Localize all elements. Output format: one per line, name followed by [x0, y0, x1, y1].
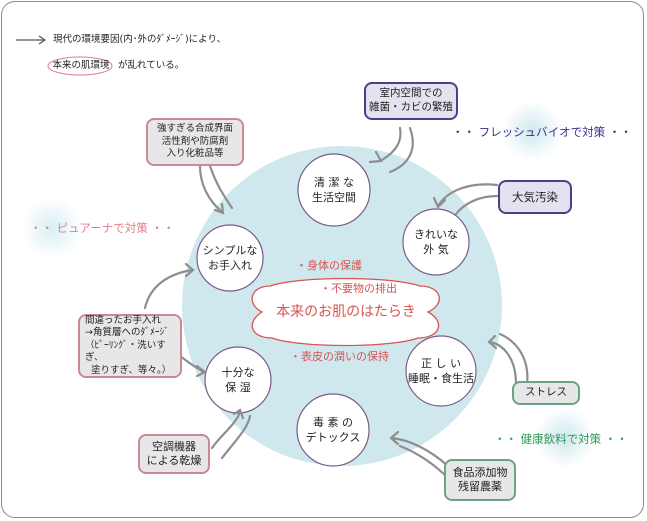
pure-glow	[22, 198, 82, 258]
circle-clean	[297, 153, 371, 227]
factor-chemicals-line1: 強すぎる合成界面	[156, 123, 233, 135]
circle-sleep-line1: 正 し い	[421, 357, 461, 370]
factor-pollution-label: 大気汚染	[512, 189, 558, 204]
circle-moist-line2: 保 湿	[225, 380, 251, 394]
legend-arrow	[16, 35, 47, 45]
circle-moist-label: 十分な 保 湿	[204, 366, 272, 396]
factor-dry-line2: による乾燥	[146, 454, 202, 467]
function-excretion: ・不要物の排出	[320, 282, 397, 295]
factor-wrong-care: 間違ったお手入れ →角質層へのﾀﾞﾒｰｼﾞ （ﾋﾟｰﾘﾝｸﾞ・洗いすぎ、 塗りす…	[78, 314, 182, 378]
circle-clean-line1: 清 潔 な	[314, 176, 354, 189]
circle-moist-line1: 十分な	[221, 366, 255, 379]
factor-wrong-care-line1: 間違ったお手入れ	[85, 315, 162, 327]
circle-air-line1: きれいな	[414, 228, 458, 241]
circle-detox-line2: デトックス	[305, 430, 361, 444]
legend-oval	[47, 56, 113, 76]
circle-simple-line2: お手入れ	[208, 258, 252, 272]
factor-wrong-care-line4: 塗りすぎ、等々。）	[91, 364, 172, 376]
factor-chemicals: 強すぎる合成界面 活性剤や防腐剤 入り化粧品等	[146, 118, 244, 166]
factor-dry-line1: 空調機器	[151, 439, 196, 453]
influence-arrows	[143, 126, 529, 480]
circle-sleep-label: 正 し い 睡眠・食生活	[405, 357, 477, 387]
circle-simple	[196, 224, 264, 292]
circle-sleep-line2: 睡眠・食生活	[408, 371, 474, 385]
factor-stress: ストレス	[512, 381, 580, 405]
factor-chemicals-line2: 活性剤や防腐剤	[161, 135, 229, 147]
circle-simple-line1: シンプルな	[202, 244, 258, 257]
solution-pure: ・・ ピュアーナで対策 ・・	[30, 221, 175, 235]
function-protection: ・身体の保護	[296, 259, 362, 272]
center-title: 本来のお肌のはたらき	[276, 304, 416, 320]
legend-term: 本来の肌環境	[52, 60, 110, 71]
factor-food-line2: 残留農薬	[458, 480, 502, 493]
circle-simple-label: シンプルな お手入れ	[196, 244, 264, 274]
drink-glow	[535, 408, 595, 468]
factor-pollution: 大気汚染	[498, 180, 572, 214]
factor-food-line1: 食品添加物	[452, 465, 508, 479]
factor-mold-line1: 室内空間での	[379, 87, 443, 100]
solution-fresh: ・・ フレッシュバイオで対策 ・・	[452, 125, 632, 139]
circle-air	[402, 208, 470, 276]
circle-clean-label: 清 潔 な 生活空間	[298, 176, 370, 206]
factor-wrong-care-line3: （ﾋﾟｰﾘﾝｸﾞ・洗いすぎ、	[85, 339, 166, 364]
fresh-glow	[502, 101, 562, 161]
circle-moist	[204, 346, 272, 414]
center-cloud	[251, 277, 440, 347]
solution-drink: ・・ 健康飲料で対策 ・・	[494, 432, 628, 446]
factor-chemicals-line3: 入り化粧品等	[166, 148, 224, 160]
circle-clean-line2: 生活空間	[312, 190, 356, 204]
factor-wrong-care-line2: →角質層へのﾀﾞﾒｰｼﾞ	[85, 327, 169, 339]
factor-food: 食品添加物残留農薬	[444, 459, 516, 501]
circle-air-label: きれいな 外 気	[402, 228, 470, 258]
function-moisture: ・表皮の潤いの保持	[290, 350, 389, 363]
circle-detox-line1: 毒 素 の	[313, 416, 353, 429]
legend-line2-rest: が乱れている。	[118, 60, 185, 71]
circle-detox	[296, 393, 370, 467]
legend-line1: 現代の環境要因(内･外のﾀﾞﾒｰｼﾞ)により、	[53, 34, 227, 45]
circle-detox-label: 毒 素 の デトックス	[297, 416, 369, 446]
factor-stress-label: ストレス	[525, 386, 567, 399]
circle-air-line2: 外 気	[423, 242, 449, 256]
circle-sleep	[405, 335, 477, 407]
factor-mold: 室内空間での雑菌・カビの繁殖	[364, 82, 458, 120]
factor-mold-line2: 雑菌・カビの繁殖	[369, 101, 453, 113]
factor-dry: 空調機器による乾燥	[138, 434, 210, 474]
